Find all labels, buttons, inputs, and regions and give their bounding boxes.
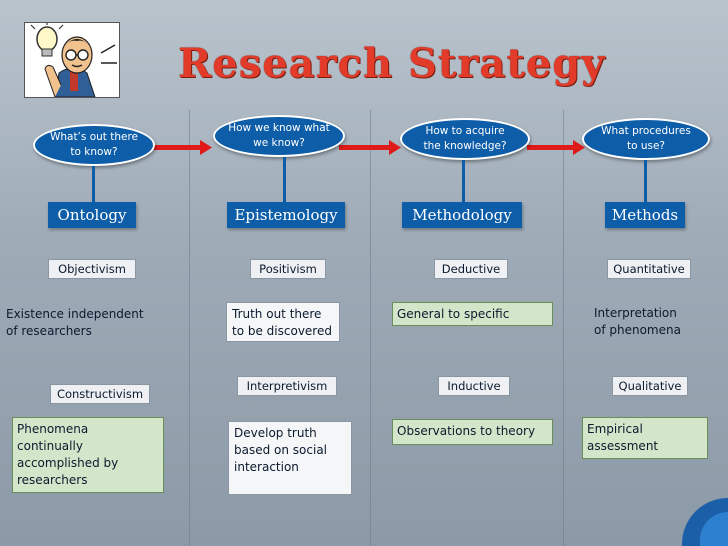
description-existence-independent: Existence independent of researchers [6,307,144,338]
stem-methods [644,160,647,202]
arrow-3 [527,140,585,155]
description-develop-truth: Develop truth based on social interactio… [228,421,352,495]
stem-epistemology [283,157,286,202]
description-phenomena: Phenomena continually accomplished by re… [12,417,164,493]
column-divider [189,110,190,546]
description-general-to-specific: General to specific [392,302,553,326]
stem-ontology [92,166,95,202]
thinking-man-lightbulb-icon [30,21,117,98]
question-oval-ontology: What’s out there to know? [33,124,155,166]
heading-methodology: Methodology [402,202,522,228]
tag-deductive: Deductive [434,259,508,279]
heading-epistemology: Epistemology [227,202,345,228]
tag-constructivism: Constructivism [50,384,150,404]
tag-quantitative: Quantitative [607,259,691,279]
tag-inductive: Inductive [438,376,510,396]
stem-methodology [462,160,465,202]
question-oval-methods: What procedures to use? [582,118,710,160]
heading-methods: Methods [605,202,685,228]
column-divider [370,110,371,546]
tag-qualitative: Qualitative [612,376,688,396]
column-divider [563,110,564,546]
description-observations-to-theory: Observations to theory [392,419,553,445]
description-interpretation: Interpretation of phenomena [594,306,681,337]
description-empirical-assessment: Empirical assessment [582,417,708,459]
question-oval-epistemology: How we know what we know? [213,115,345,157]
question-oval-methodology: How to acquire the knowledge? [400,118,530,160]
arrow-2 [339,140,401,155]
arrow-1 [150,140,212,155]
heading-ontology: Ontology [48,202,136,228]
description-truth-out-there: Truth out there to be discovered [226,302,340,342]
logo [24,21,120,98]
tag-positivism: Positivism [250,259,326,279]
slide-title: Research Strategy [178,40,606,87]
tag-interpretivism: Interpretivism [237,376,337,396]
tag-objectivism: Objectivism [48,259,136,279]
